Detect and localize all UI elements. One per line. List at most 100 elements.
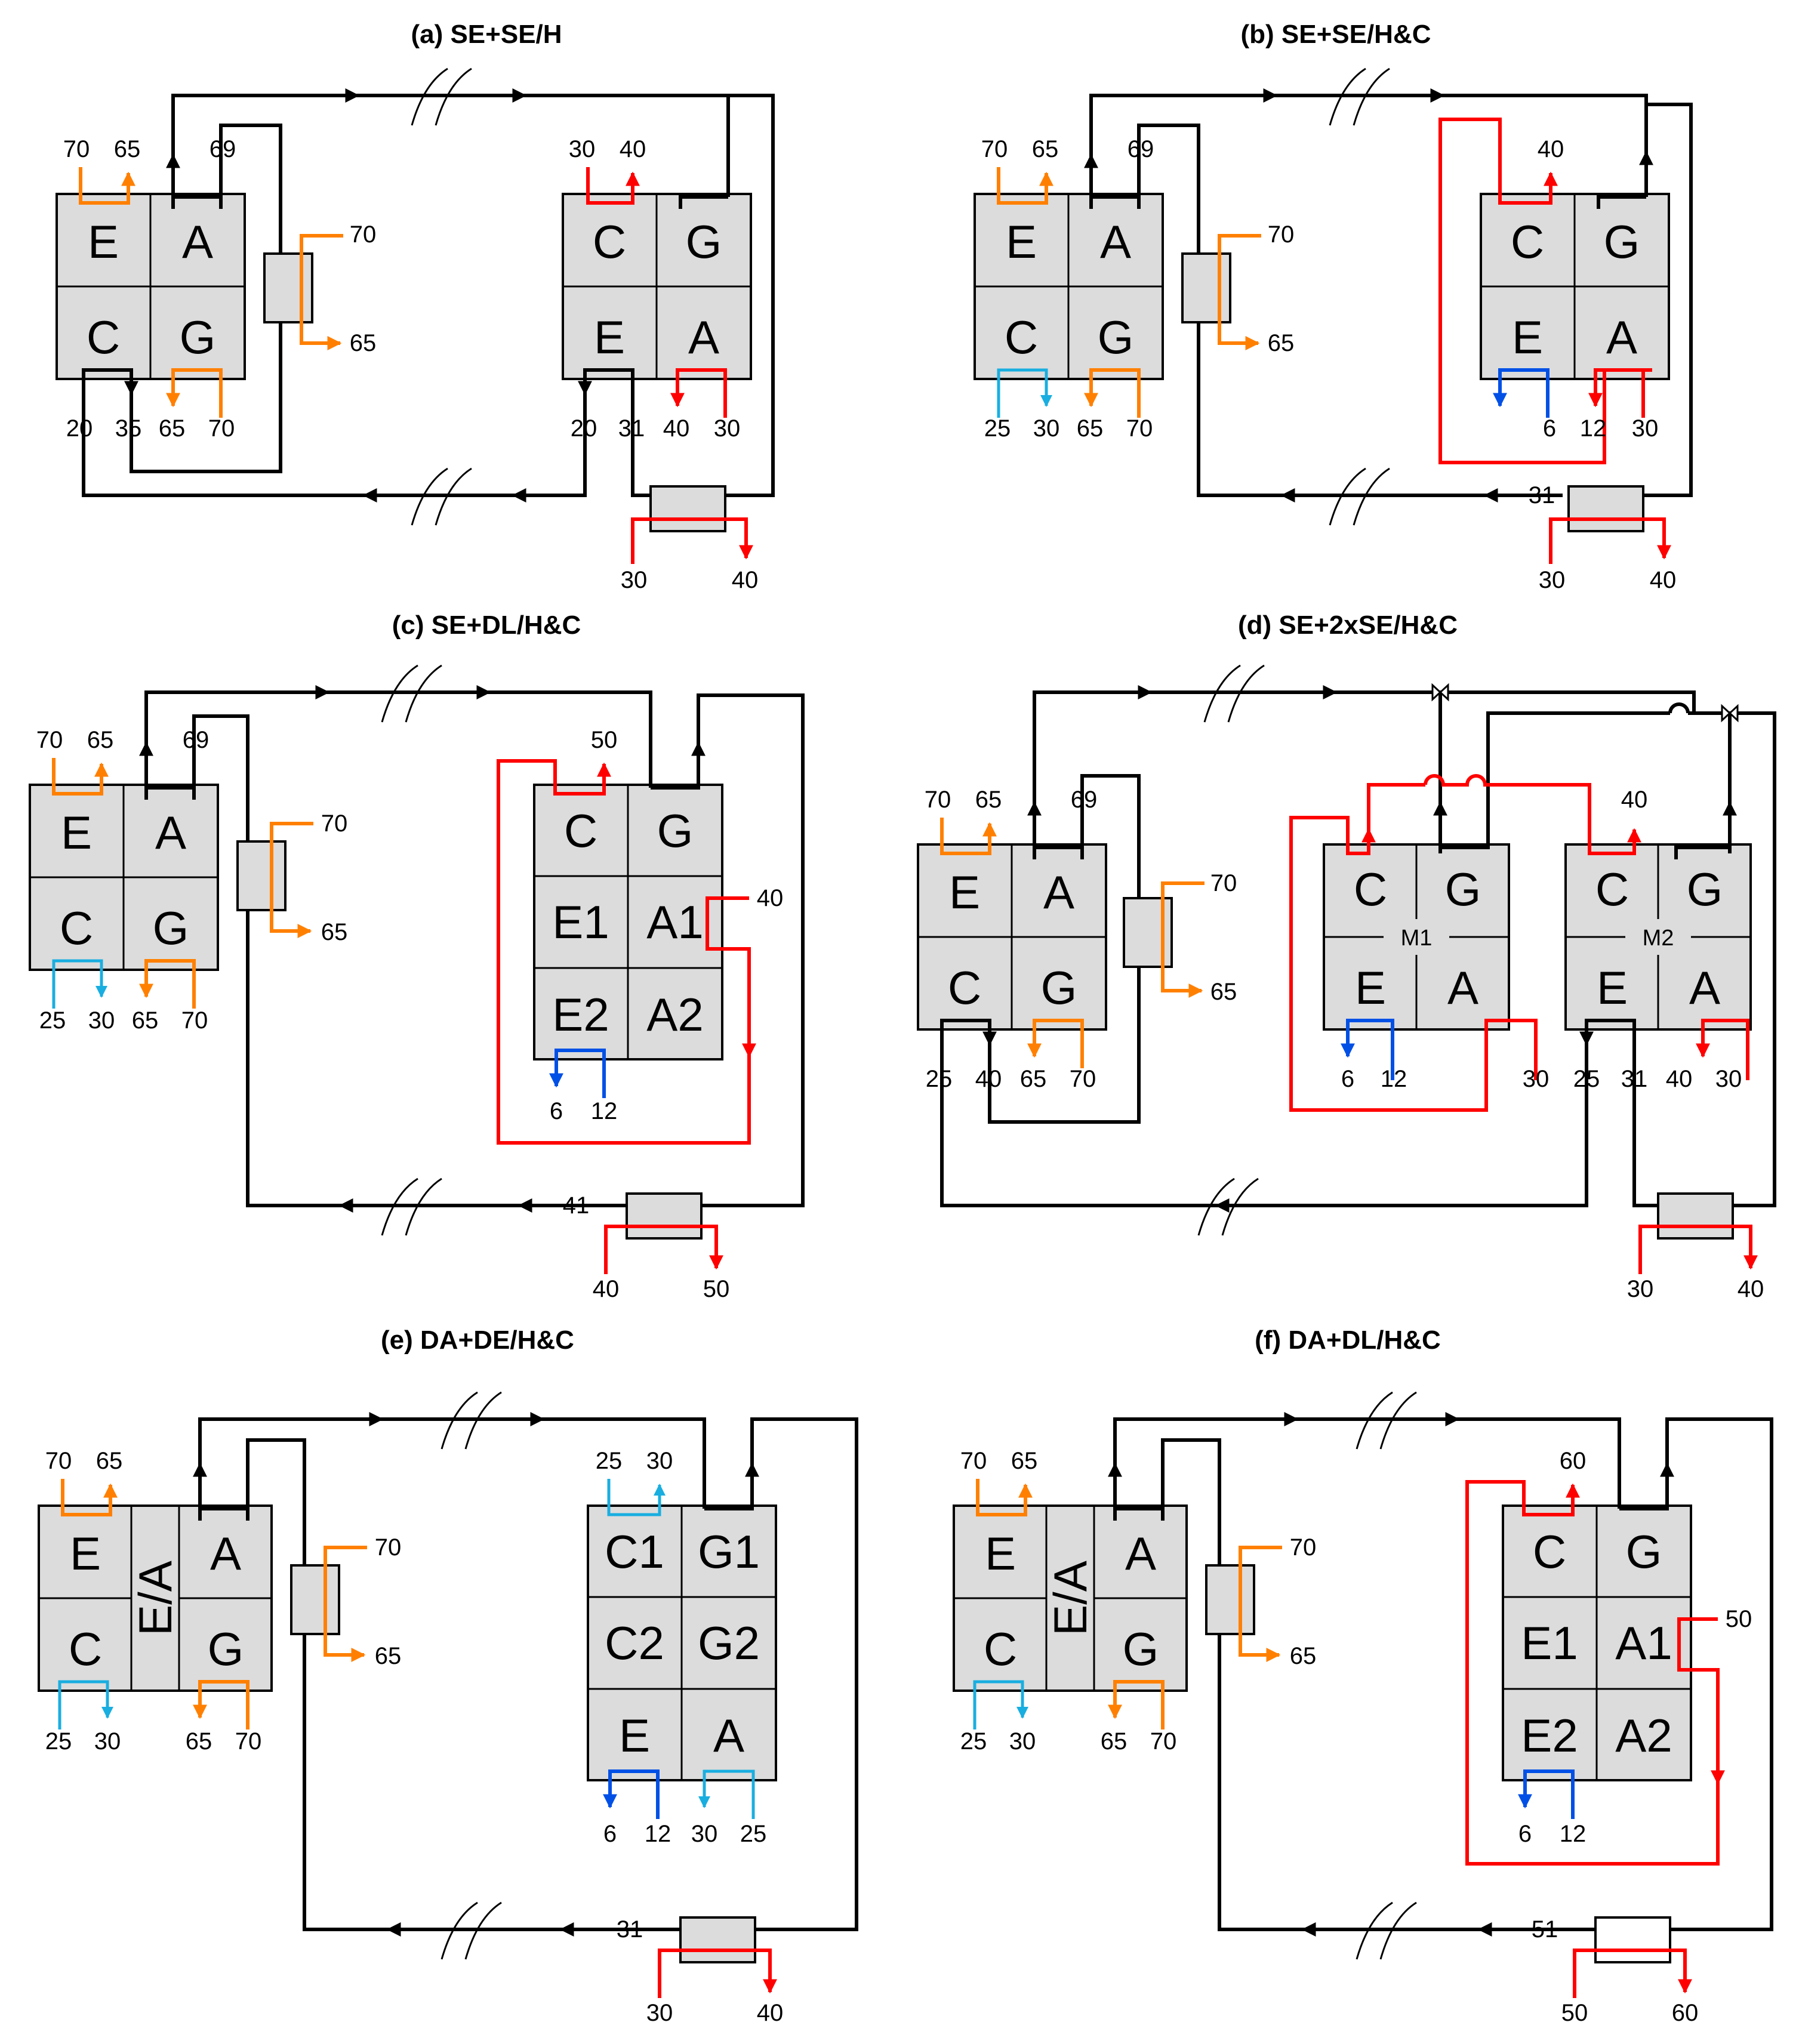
absorber-label: A: [1043, 866, 1074, 918]
temperature-label: 30: [646, 1448, 673, 1474]
temperature-label: 65: [87, 727, 114, 753]
absorber-label: A: [1100, 215, 1131, 268]
panel-a-title: (a) SE+SE/H: [411, 20, 562, 49]
temperature-label: 65: [1077, 415, 1104, 442]
absorber-label: A: [1447, 961, 1478, 1014]
temperature-label: 30: [1033, 415, 1060, 442]
panel-f-left-unit: E A C G E/A: [953, 1505, 1188, 1692]
temperature-label: 50: [591, 727, 618, 753]
heat-exchanger: [1567, 485, 1644, 532]
chilled-water-line: [1493, 368, 1550, 418]
heat-exchanger: [290, 1564, 340, 1635]
panel-c: (c) SE+DL/H&C E A C G C G E1 A1 E2 A2: [29, 611, 805, 1302]
heat-exchanger: [1181, 252, 1231, 323]
temperature-label: 60: [1672, 2000, 1699, 2026]
temperature-label: 65: [1210, 979, 1237, 1005]
temperature-label: 31: [618, 415, 645, 442]
evaporator-label: E: [619, 1709, 650, 1762]
evaporator-label: E: [949, 866, 980, 918]
panel-e-title: (e) DA+DE/H&C: [381, 1325, 574, 1355]
valve-icon: [1431, 683, 1739, 723]
condenser-label: C: [69, 1623, 102, 1675]
temperature-label: 6: [550, 1098, 563, 1124]
temperature-label: 70: [1210, 870, 1237, 896]
absorber-label: A: [1689, 961, 1720, 1014]
temperature-label: 40: [620, 136, 646, 162]
temperature-label: 40: [732, 567, 759, 593]
temperature-label: 65: [350, 330, 377, 356]
temperature-label: 65: [375, 1643, 402, 1669]
temperature-label: 25: [740, 1821, 767, 1847]
panel-d-m2-unit: C G E A M2: [1564, 843, 1752, 1031]
panel-d: (d) SE+2xSE/H&C E A C G C G E A M1: [917, 611, 1776, 1302]
temperature-label: 70: [235, 1728, 262, 1755]
temperature-label: 65: [1020, 1066, 1047, 1092]
evaporator-absorber-label: E/A: [1044, 1561, 1096, 1636]
temperature-label: 70: [1268, 221, 1295, 248]
temperature-label: 65: [1101, 1728, 1128, 1755]
panel-e-left-unit: E A C G E/A: [38, 1505, 273, 1692]
panel-f-title: (f) DA+DL/H&C: [1255, 1325, 1441, 1355]
cooling-water-loop: [1289, 816, 1538, 1112]
panel-f: (f) DA+DL/H&C E A C G E/A C G E1 A1 E2 A…: [953, 1325, 1773, 2026]
temperature-label: 40: [1650, 567, 1677, 593]
cooling-water-line: [586, 167, 640, 205]
heat-exchanger: [1594, 1916, 1671, 1963]
temperature-label: 40: [1666, 1066, 1693, 1092]
refrigerant-loop: [1084, 88, 1693, 502]
temperature-label: 70: [350, 221, 377, 248]
temperature-label: 30: [1539, 567, 1566, 593]
temperature-label: 30: [569, 136, 596, 162]
temperature-label: 40: [1621, 787, 1648, 813]
temperature-label: 6: [603, 1821, 617, 1847]
temperature-label: 40: [975, 1066, 1002, 1092]
absorber-label: A: [1606, 311, 1637, 363]
absorber-label: A: [713, 1709, 744, 1762]
temperature-label: 69: [1071, 787, 1098, 813]
absorber-2-label: A2: [1615, 1709, 1672, 1762]
evaporator-label: E: [1597, 961, 1628, 1014]
cooling-water-loop: [497, 759, 751, 1145]
temperature-label: 12: [1560, 1821, 1587, 1847]
temperature-label: 31: [1529, 482, 1555, 508]
generator-label: G: [1041, 961, 1077, 1014]
temperature-label: 30: [1627, 1276, 1654, 1302]
temperature-label: 69: [1128, 136, 1154, 162]
temperature-label: 25: [926, 1066, 953, 1092]
temperature-label: 20: [66, 415, 93, 442]
condenser-label: C: [984, 1623, 1017, 1675]
heat-exchanger: [236, 840, 287, 911]
generator-label: G: [1604, 215, 1640, 268]
temperature-label: 12: [645, 1821, 671, 1847]
hot-water-line: [79, 167, 135, 205]
module-m1-label: M1: [1401, 926, 1433, 951]
generator-2-label: G2: [698, 1617, 760, 1669]
temperature-label: 30: [88, 1007, 115, 1034]
panel-c-right-unit: C G E1 A1 E2 A2: [533, 784, 723, 1060]
temperature-label: 31: [617, 1916, 643, 1943]
temperature-label: 70: [181, 1007, 208, 1034]
cooling-water-line: [997, 368, 1052, 418]
temperature-label: 30: [1715, 1066, 1742, 1092]
panel-d-left-unit: E A C G: [917, 843, 1107, 1031]
evaporator-2-label: E2: [1521, 1709, 1578, 1762]
evaporator-label: E: [1512, 311, 1543, 363]
evaporator-absorber-label: E/A: [129, 1561, 181, 1636]
panel-b: (b) SE+SE/H&C E A C G C G E A: [974, 20, 1693, 593]
temperature-label: 30: [1523, 1066, 1550, 1092]
hot-water-line: [300, 234, 343, 350]
generator-label: G: [1098, 311, 1134, 363]
panel-a-left-unit: E A C G: [56, 193, 246, 380]
evaporator-label: E: [594, 311, 625, 363]
temperature-label: 30: [1632, 415, 1659, 442]
cooling-water-loop: [1465, 1480, 1720, 1866]
temperature-label: 65: [96, 1448, 123, 1474]
temperature-label: 25: [45, 1728, 72, 1755]
refrigerant-loop: [139, 685, 805, 1213]
generator-1-label: G1: [698, 1525, 760, 1578]
temperature-label: 65: [132, 1007, 159, 1034]
condenser-label: C: [60, 902, 93, 954]
heat-exchanger: [1657, 1192, 1734, 1240]
evaporator-label: E: [61, 806, 92, 859]
